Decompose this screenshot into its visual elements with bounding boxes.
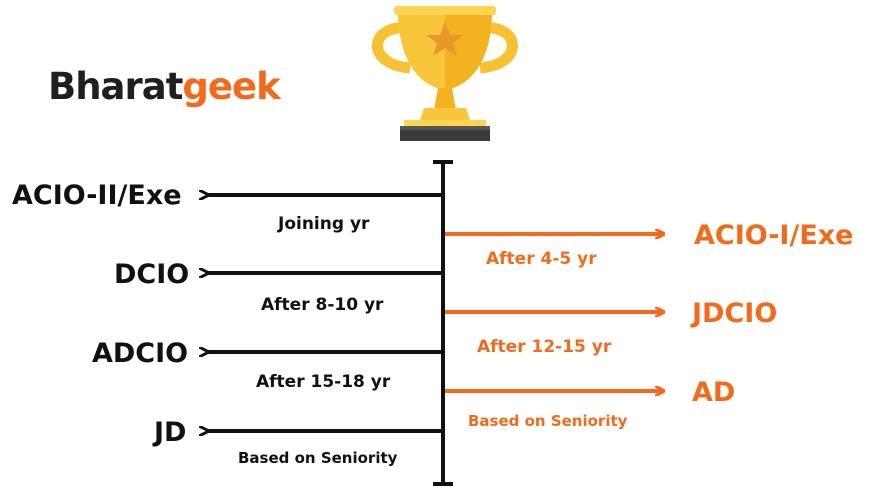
brand-name-dark: Bharat (48, 65, 183, 108)
step-left-3: After 15-18 yr (256, 372, 391, 392)
rank-left-3: ADCIO (92, 338, 189, 369)
rank-left-2: DCIO (114, 259, 190, 290)
trophy-icon (372, 6, 518, 141)
rank-left-4: JD (154, 417, 187, 448)
step-right-3: Based on Seniority (468, 412, 628, 430)
step-left-4: Based on Seniority (238, 449, 398, 467)
step-left-1: Joining yr (278, 214, 370, 234)
step-left-2: After 8-10 yr (261, 295, 384, 315)
rank-left-1: ACIO-II/Exe (12, 180, 182, 211)
step-right-2: After 12-15 yr (477, 337, 612, 357)
rank-right-3: AD (692, 377, 736, 408)
brand-logo: Bharatgeek (48, 65, 281, 108)
rank-right-2: JDCIO (692, 298, 778, 329)
step-right-1: After 4-5 yr (486, 249, 597, 269)
brand-name-accent: geek (182, 65, 280, 108)
rank-right-1: ACIO-I/Exe (694, 220, 854, 251)
